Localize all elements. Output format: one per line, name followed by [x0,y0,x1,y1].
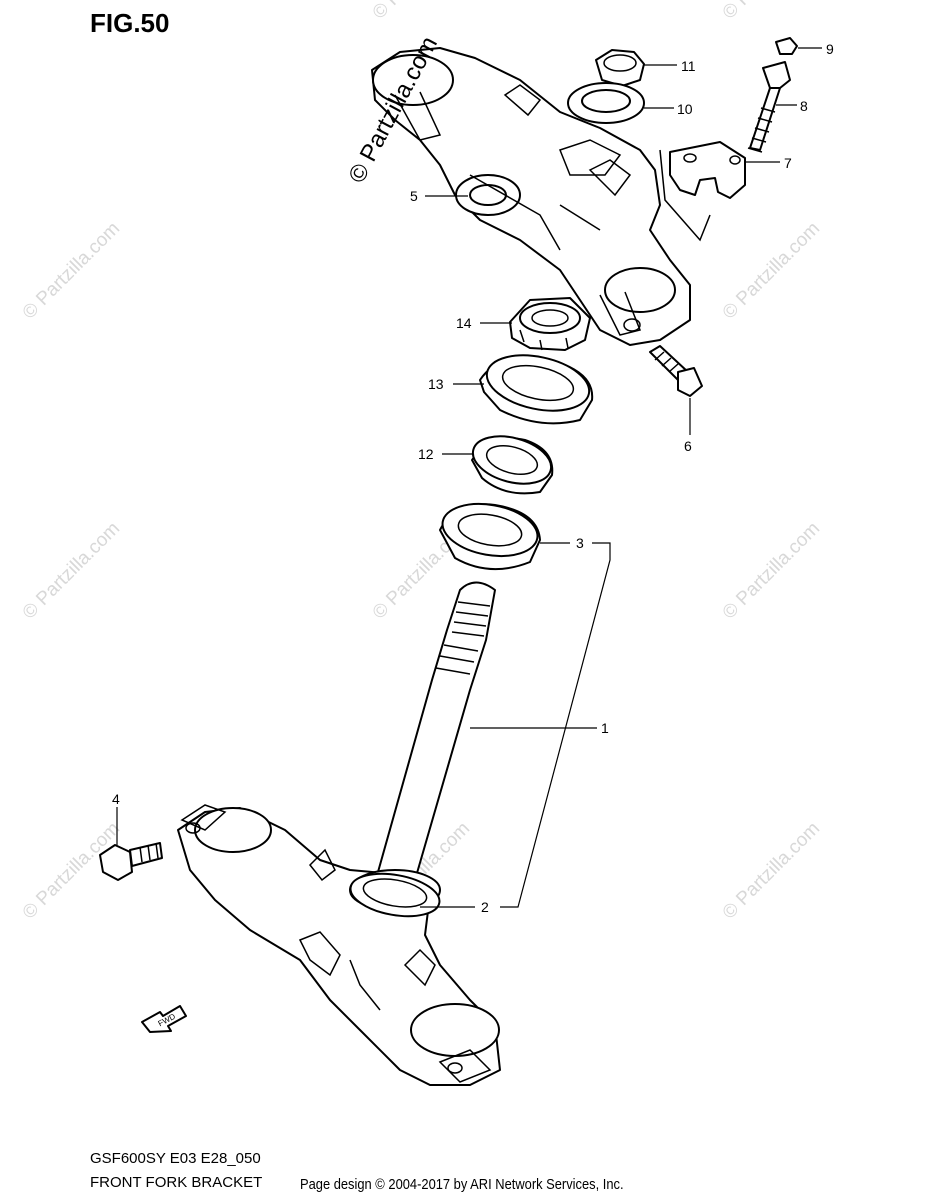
small-bolt-part [649,345,703,397]
callout-5: 5 [410,188,418,204]
upper-bracket-part [371,47,711,346]
watermark-tile: © Partzilla.com [719,218,824,323]
callout-12: 12 [418,446,434,462]
figure-title: FIG.50 [90,8,170,38]
washer-part [567,82,645,124]
callout-10: 10 [677,101,693,117]
callouts: 11 10 9 8 7 5 14 13 12 6 3 1 2 4 [112,41,834,915]
nut-part [595,49,645,87]
callout-11: 11 [681,58,696,74]
watermark-tile: © Partzilla.com [19,218,124,323]
bearing-race-part [439,503,541,571]
dust-seal-part [479,354,594,425]
fwd-arrow-icon: FWD [141,1005,187,1033]
section-name: FRONT FORK BRACKET [90,1174,263,1191]
leader-lines [116,47,822,908]
page-credit: Page design © 2004-2017 by ARI Network S… [300,1176,624,1193]
callout-9: 9 [826,41,834,57]
clamp-block-part [669,141,746,199]
castle-nut-part [509,297,591,351]
callout-1: 1 [601,720,609,736]
steering-stem-part [377,581,496,881]
callout-14: 14 [456,315,472,331]
bolt-cap-part [775,37,798,55]
upper-bearing-part [471,435,554,495]
lower-seal-part [349,872,441,918]
model-code: GSF600SY E03 E28_050 [90,1150,261,1167]
watermark-tile: © Partzilla.com [369,0,474,24]
watermark-tile: © Partzilla.com [719,818,824,923]
callout-4: 4 [112,791,120,807]
callout-7: 7 [784,155,792,171]
callout-13: 13 [428,376,444,392]
bracket-bolt-part [99,842,163,881]
callout-6: 6 [684,438,692,454]
watermark-tile: © Partzilla.com [19,518,124,623]
long-bolt-part [747,61,791,153]
watermark-tile: © Partzilla.com [719,0,824,24]
callout-8: 8 [800,98,808,114]
callout-2: 2 [481,899,489,915]
callout-3: 3 [576,535,584,551]
watermark-tile: © Partzilla.com [719,518,824,623]
